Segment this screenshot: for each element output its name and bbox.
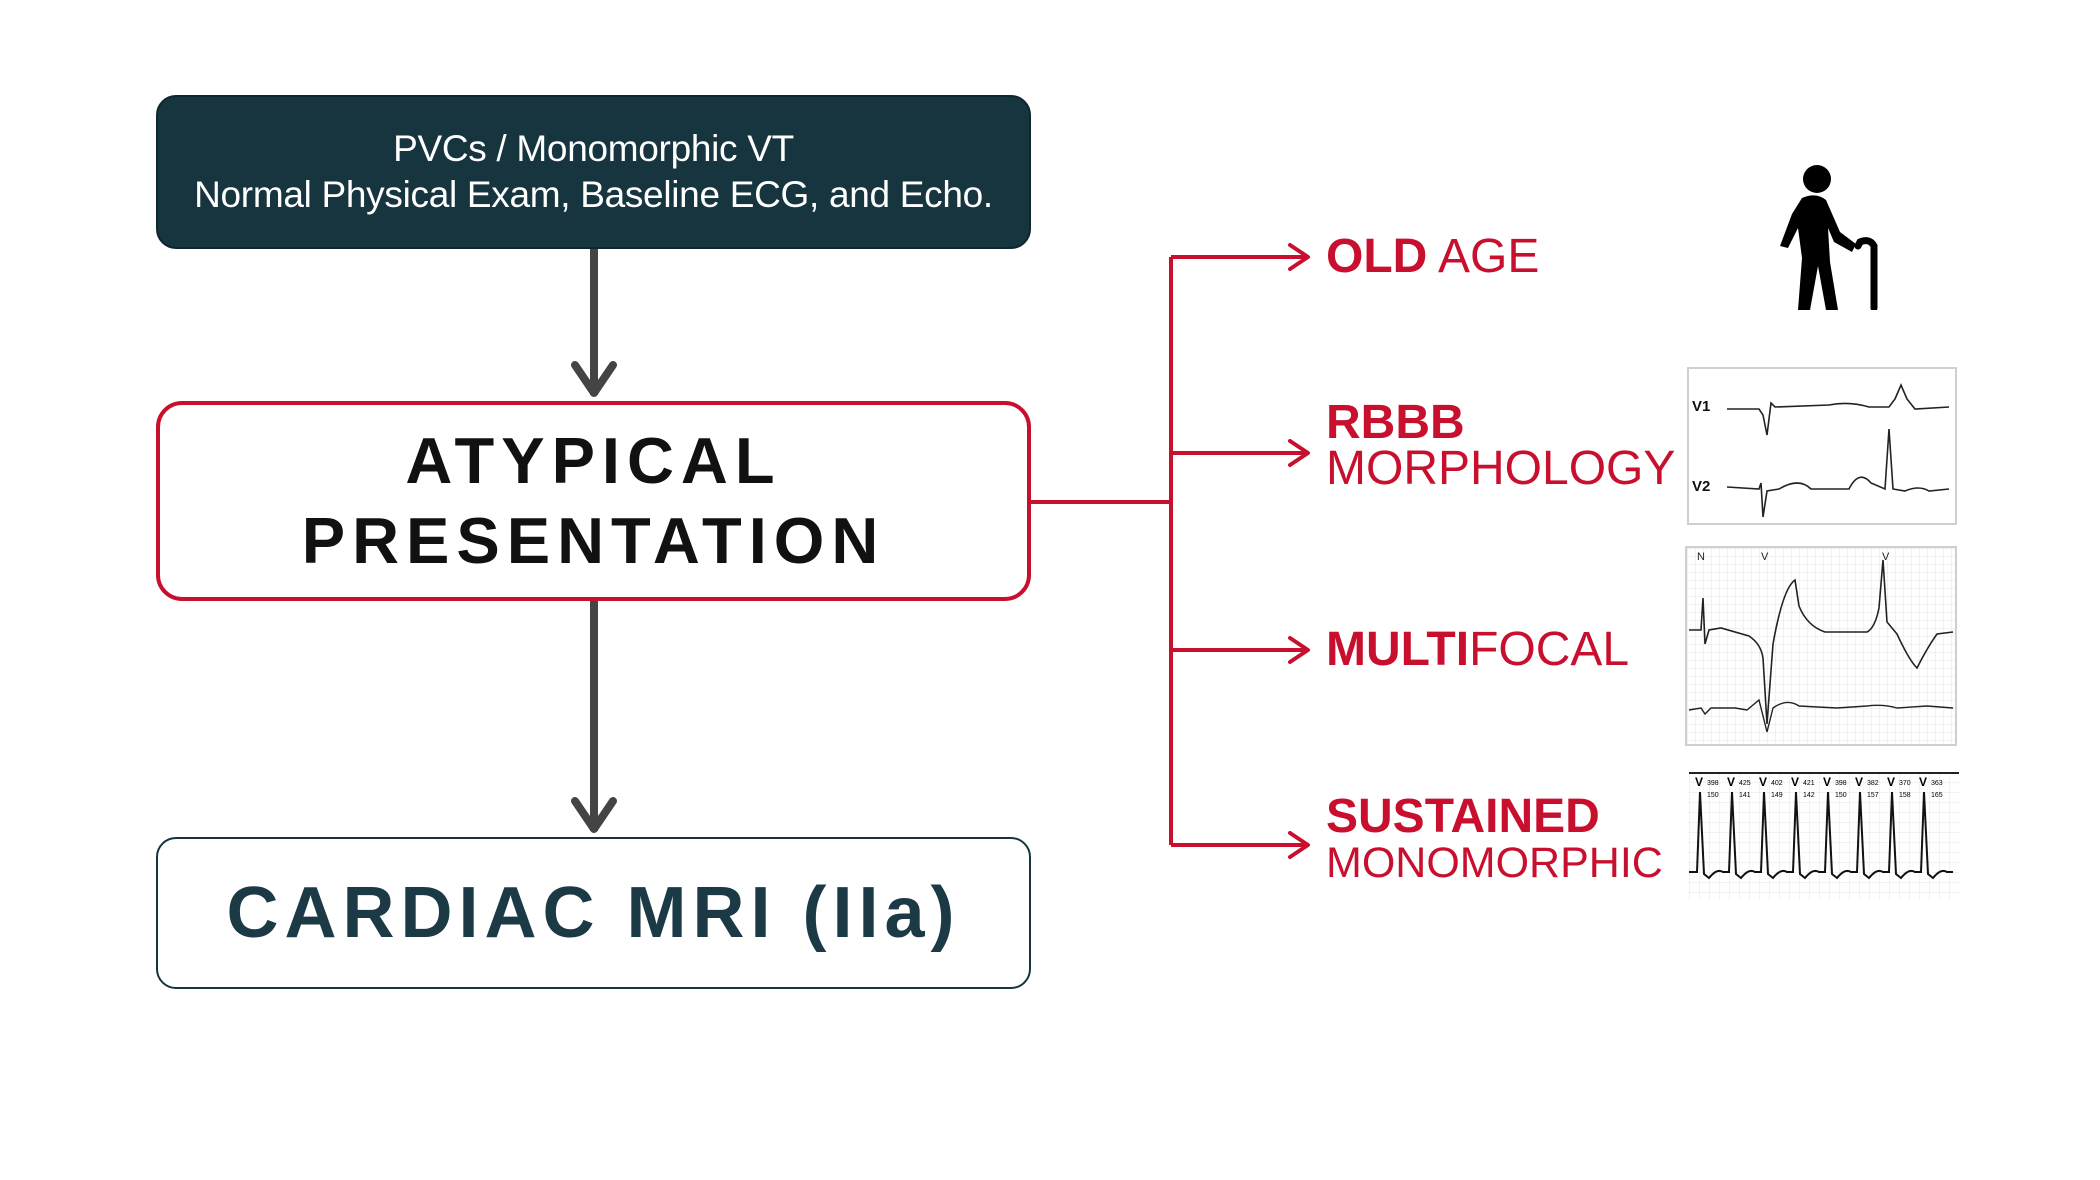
branch-label-rbbb-morphology: RBBB MORPHOLOGY	[1326, 399, 1676, 495]
branch-tree	[1031, 243, 1310, 859]
vt-interval-bottom: 157	[1867, 792, 1879, 799]
vt-beat-group: V 398 150 V 425 141 V 402 149 V 421 142 V 398 150 V 382 1…	[1695, 775, 1943, 799]
vt-interval-bottom: 165	[1931, 792, 1943, 799]
cardiac-mri-box: CARDIAC MRI (IIa)	[156, 837, 1031, 989]
vt-beat-label: V	[1695, 775, 1703, 789]
branch-label-sustained-monomorphic: SUSTAINED MONOMORPHIC	[1326, 793, 1663, 887]
rbbb-ecg-strip-image: V1 V2	[1687, 367, 1957, 525]
atypical-presentation-line1: ATYPICAL	[405, 424, 782, 497]
ecg-beat-v1-label: V	[1761, 551, 1769, 563]
vt-interval-top: 421	[1803, 780, 1815, 787]
ecg-beat-v2-label: V	[1882, 551, 1890, 563]
atypical-presentation-line2: PRESENTATION	[301, 504, 886, 577]
vt-waveform	[1689, 791, 1953, 880]
vt-interval-bottom: 141	[1739, 792, 1751, 799]
arrow-top-to-middle	[571, 249, 617, 397]
vt-beat-label: V	[1727, 775, 1735, 789]
vt-beat-label: V	[1887, 775, 1895, 789]
branch-label-multifocal: MULTIFOCAL	[1326, 626, 1629, 674]
cardiac-mri-label: CARDIAC MRI (IIa)	[226, 873, 961, 953]
starting-condition-box: PVCs / Monomorphic VT Normal Physical Ex…	[156, 95, 1031, 249]
multifocal-ecg-strip-image: N V V	[1685, 546, 1957, 746]
vt-interval-top: 382	[1867, 780, 1879, 787]
ecg-lead-v2-label: V2	[1692, 478, 1710, 495]
vt-interval-bottom: 158	[1899, 792, 1911, 799]
vt-interval-top: 363	[1931, 780, 1943, 787]
vt-beat-label: V	[1791, 775, 1799, 789]
vt-beat-label: V	[1759, 775, 1767, 789]
vt-interval-top: 402	[1771, 780, 1783, 787]
vt-beat-label: V	[1855, 775, 1863, 789]
ecg-beat-n-label: N	[1697, 551, 1705, 563]
starting-condition-line1: PVCs / Monomorphic VT	[393, 128, 794, 169]
atypical-presentation-box: ATYPICAL PRESENTATION	[156, 401, 1031, 601]
branch-bold-sustained: SUSTAINED	[1326, 790, 1600, 843]
branch-bold-rbbb: RBBB	[1326, 396, 1465, 449]
elderly-person-cane-icon	[1780, 165, 1878, 310]
vt-interval-bottom: 149	[1771, 792, 1783, 799]
branch-bold-old: OLD	[1326, 230, 1428, 283]
ecg-lead-v1-label: V1	[1692, 398, 1710, 415]
vt-interval-bottom: 150	[1707, 792, 1719, 799]
branch-rest-age: AGE	[1427, 230, 1540, 283]
vt-interval-top: 370	[1899, 780, 1911, 787]
branch-bold-multi: MULTI	[1326, 623, 1470, 676]
vt-interval-bottom: 142	[1803, 792, 1815, 799]
vt-beat-label: V	[1919, 775, 1927, 789]
vt-interval-top: 425	[1739, 780, 1751, 787]
branch-rest-focal: FOCAL	[1469, 623, 1630, 676]
vt-beat-label: V	[1823, 775, 1831, 789]
vt-interval-bottom: 150	[1835, 792, 1847, 799]
branch-second-line-monomorphic: MONOMORPHIC	[1326, 839, 1663, 887]
branch-label-old-age: OLD AGE	[1326, 233, 1539, 281]
branch-second-line-morphology: MORPHOLOGY	[1326, 442, 1676, 495]
vt-interval-top: 398	[1707, 780, 1719, 787]
vt-interval-top: 398	[1835, 780, 1847, 787]
starting-condition-line2: Normal Physical Exam, Baseline ECG, and …	[194, 174, 993, 215]
arrow-middle-to-bottom	[571, 601, 617, 833]
sustained-vt-ecg-strip-image: V 398 150 V 425 141 V 402 149 V 421 142 V 398 150 V 382 1…	[1689, 772, 1959, 900]
